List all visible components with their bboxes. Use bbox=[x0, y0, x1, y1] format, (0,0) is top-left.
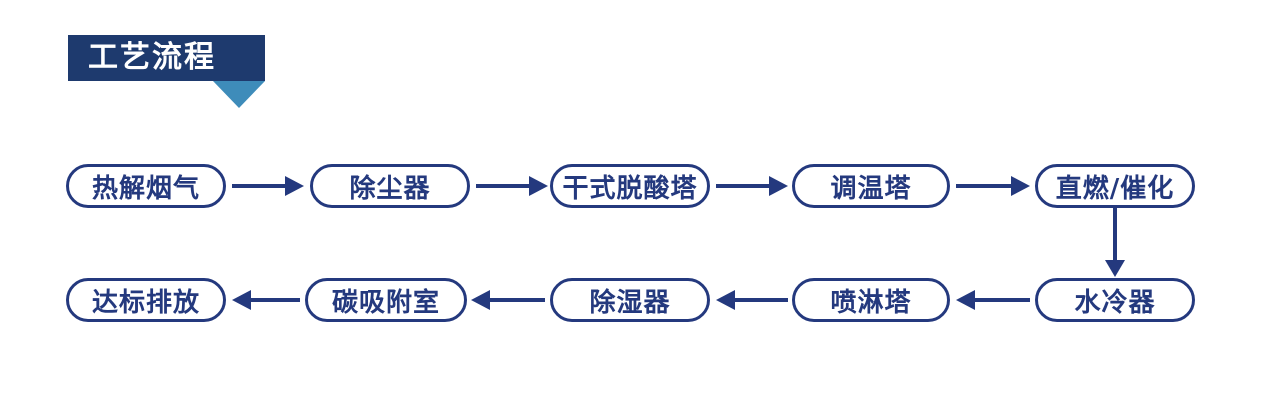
arrow-right-icon bbox=[716, 176, 788, 196]
arrow-down-icon bbox=[1105, 207, 1125, 277]
flow-node-direct-combustion-catalysis: 直燃/催化 bbox=[1035, 164, 1195, 208]
arrow-left-icon bbox=[956, 290, 1030, 310]
arrow-right-icon bbox=[476, 176, 548, 196]
flow-node-dust-collector: 除尘器 bbox=[310, 164, 470, 208]
flow-node-carbon-adsorption-chamber: 碳吸附室 bbox=[305, 278, 467, 322]
arrow-left-icon bbox=[716, 290, 788, 310]
arrow-left-icon bbox=[232, 290, 300, 310]
banner-pointer-triangle-icon bbox=[213, 81, 265, 108]
flow-node-dehumidifier: 除湿器 bbox=[550, 278, 710, 322]
arrow-right-icon bbox=[232, 176, 304, 196]
arrow-left-icon bbox=[471, 290, 545, 310]
flow-node-spray-tower: 喷淋塔 bbox=[792, 278, 950, 322]
flow-node-dry-deacidification-tower: 干式脱酸塔 bbox=[550, 164, 710, 208]
flow-node-water-cooler: 水冷器 bbox=[1035, 278, 1195, 322]
section-title: 工艺流程 bbox=[88, 40, 216, 75]
flow-node-pyrolysis-flue-gas: 热解烟气 bbox=[66, 164, 226, 208]
flow-node-temperature-adjusting-tower: 调温塔 bbox=[792, 164, 950, 208]
arrow-right-icon bbox=[956, 176, 1030, 196]
flow-node-compliant-discharge: 达标排放 bbox=[66, 278, 226, 322]
section-header-banner: 工艺流程 bbox=[68, 35, 265, 81]
